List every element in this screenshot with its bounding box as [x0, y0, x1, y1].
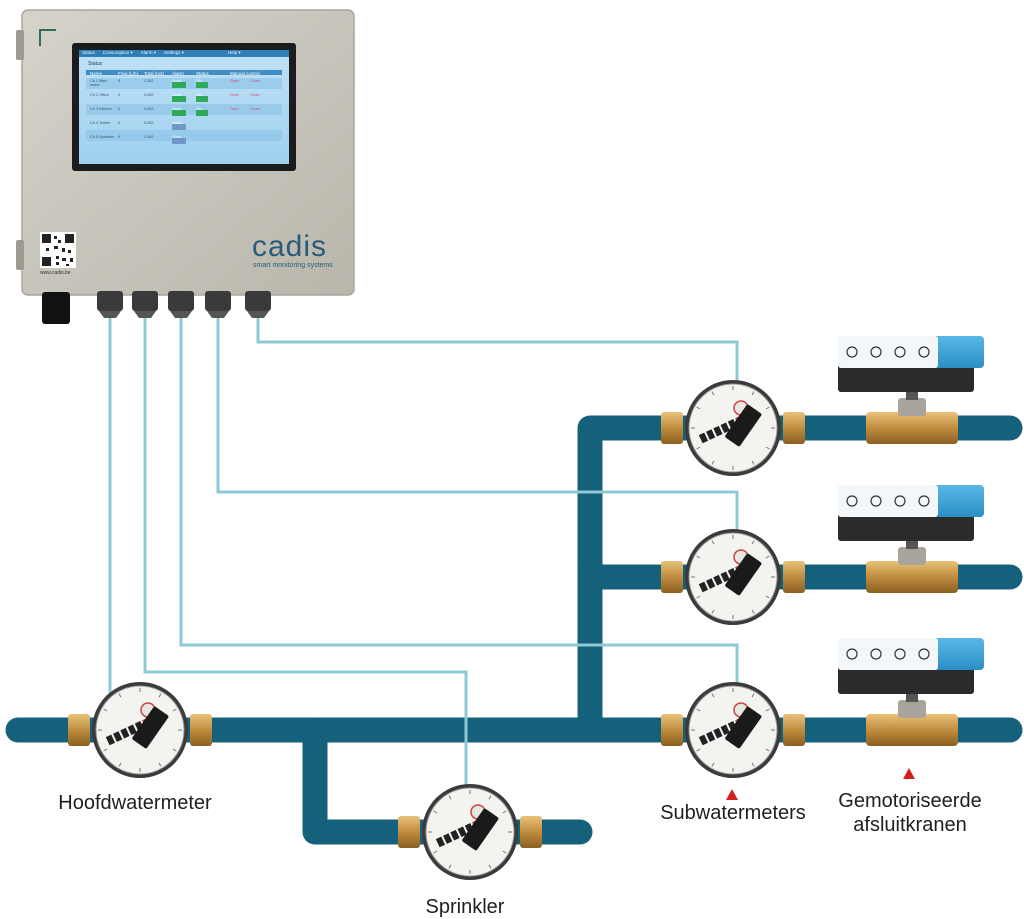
cell-name: Ch 2 Office: [90, 93, 109, 97]
cell-total: 1.262: [144, 135, 154, 139]
col-alarm: Alarm: [172, 71, 184, 76]
cell-status: ON: [196, 79, 202, 83]
cell-open[interactable]: Open: [230, 107, 240, 111]
cell-flow: 0: [118, 121, 121, 125]
cell-alarm: Good: [172, 121, 182, 125]
col-flow: Flow (L/h): [118, 71, 139, 76]
cell-name: Ch 4 Toilets: [90, 121, 110, 125]
cell-close[interactable]: Close: [250, 79, 260, 83]
cell-total: 0.262: [144, 121, 154, 125]
col-name: Name: [90, 71, 103, 76]
screen-tabs: Status Consumption ▾ Alarm ▾ Settings ▾ …: [82, 50, 282, 56]
screen-heading: Status: [88, 61, 103, 67]
cable-glands: [42, 291, 271, 324]
controller-unit: [16, 9, 355, 324]
tab-settings[interactable]: Settings ▾: [164, 50, 184, 55]
cell-flow: 0: [118, 93, 121, 97]
col-manual: Manual control: [230, 71, 260, 76]
cell-status: [196, 121, 230, 125]
cell-status: [196, 135, 230, 139]
qr-code: [40, 232, 76, 268]
tab-consumption[interactable]: Consumption ▾: [102, 50, 133, 55]
col-total: Total (m3): [144, 71, 165, 76]
screen-column-headers: Name Flow (L/h) Total (m3) Alarm Status …: [90, 71, 270, 76]
cell-close[interactable]: [250, 121, 270, 125]
sub-water-meter-3: [661, 682, 805, 778]
cell-flow: 0: [118, 107, 121, 111]
cell-close[interactable]: Close: [250, 93, 260, 97]
screen-table-row: Ch 1 Main meter 0 1.262 Good ON Open Close: [90, 79, 270, 87]
marker-sub-meters: [726, 789, 738, 800]
cable-sub-2: [216, 315, 739, 536]
cell-status: ON: [196, 93, 202, 97]
brand-logo: cadis: [252, 230, 328, 263]
cell-open[interactable]: Open: [230, 93, 240, 97]
label-main-meter: Hoofdwatermeter: [58, 792, 212, 814]
screen-table-row: Ch 3 Kitchen 0 0.262 Good ON Open Close: [90, 107, 270, 111]
screen-table-row: Ch 4 Toilets 0 0.262 Good: [90, 121, 270, 125]
brand-tagline: smart monitoring systems: [253, 262, 333, 269]
col-status: Status: [196, 71, 209, 76]
label-sub-meters: Subwatermeters: [660, 802, 806, 824]
cell-close[interactable]: [250, 135, 270, 139]
screen-table-row: Ch 2 Office 0 0.262 Good ON Open Close: [90, 93, 270, 97]
cell-name: Ch 1 Main meter: [90, 79, 108, 87]
cell-open[interactable]: [230, 135, 250, 139]
cell-open[interactable]: Open: [230, 79, 240, 83]
label-valves-line2: afsluitkranen: [853, 814, 967, 836]
cable-sub-1: [256, 315, 739, 386]
brand-url: www.cadis.be: [40, 270, 71, 276]
cell-alarm: Good: [172, 79, 182, 83]
signal-cables: [108, 315, 739, 795]
cell-alarm: Good: [172, 93, 182, 97]
motorized-valve-1: [838, 336, 984, 444]
tab-status[interactable]: Status: [82, 50, 95, 55]
cell-name: Ch 3 Kitchen: [90, 107, 112, 111]
main-water-meter: [68, 682, 212, 778]
cable-sprinkler: [143, 315, 468, 795]
marker-valves: [903, 768, 915, 779]
cell-flow: 0: [118, 79, 121, 83]
cell-total: 0.262: [144, 107, 154, 111]
cell-name: Ch 5 Sprinkler: [90, 135, 115, 139]
cell-total: 1.262: [144, 79, 154, 83]
cell-alarm: Good: [172, 107, 182, 111]
sub-water-meter-2: [661, 529, 805, 625]
sprinkler-water-meter: [398, 784, 542, 880]
motorized-valves: [838, 336, 984, 746]
cell-alarm: Good: [172, 135, 182, 139]
cable-sub-3: [179, 315, 739, 686]
cell-close[interactable]: Close: [250, 107, 260, 111]
cell-total: 0.262: [144, 93, 154, 97]
label-sprinkler: Sprinkler: [425, 896, 505, 918]
tab-help[interactable]: Help ▾: [227, 50, 241, 55]
cell-open[interactable]: [230, 121, 250, 125]
label-valves-line1: Gemotoriseerde: [838, 790, 982, 812]
cell-flow: 0: [118, 135, 121, 139]
sub-water-meter-1: [661, 380, 805, 476]
motorized-valve-3: [838, 638, 984, 746]
screen-alarm-badges: [172, 82, 208, 144]
water-meters: [68, 380, 805, 880]
tab-alarm[interactable]: Alarm ▾: [140, 50, 157, 55]
cell-status: ON: [196, 107, 202, 111]
motorized-valve-2: [838, 485, 984, 593]
